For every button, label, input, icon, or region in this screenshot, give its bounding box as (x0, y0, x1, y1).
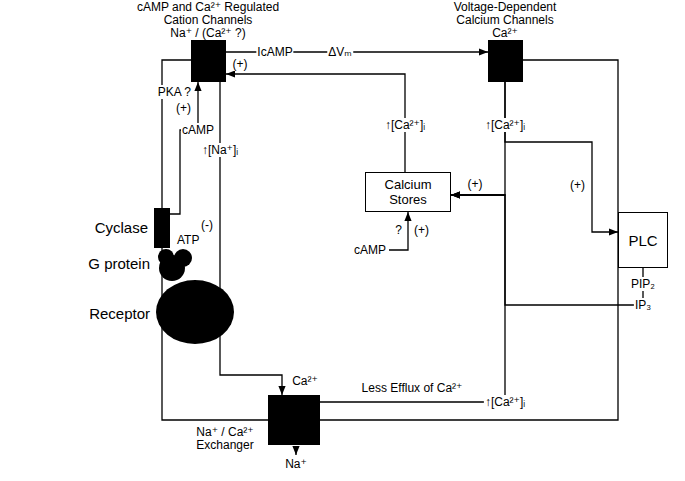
node-label: Calcium Stores (372, 177, 444, 207)
channel-box: Voltage-Dependent Calcium ChannelsCa²⁺ (488, 40, 523, 82)
annotation: ↑[Ca²⁺]ᵢ (484, 395, 526, 409)
node-label: Na⁺ / Ca²⁺ Exchanger (186, 426, 264, 452)
node-label: Voltage-Dependent Calcium Channels (445, 1, 565, 27)
membrane-frame (162, 60, 618, 420)
g-protein-blob: G protein (156, 246, 198, 282)
g-protein-lobe (159, 255, 185, 281)
channel-box: cAMP and Ca²⁺ Regulated Cation ChannelsN… (191, 40, 226, 82)
node-label: Cyclase (95, 219, 148, 237)
connector (451, 82, 505, 195)
annotation: ↑[Na⁺]ᵢ (201, 143, 239, 157)
annotation: ? (394, 223, 403, 237)
annotation: (+) (175, 101, 192, 115)
g-protein-shape (156, 246, 198, 282)
node-label: Ca²⁺ (475, 27, 535, 40)
annotation: (+) (467, 177, 484, 191)
receptor-shape (156, 280, 234, 344)
annotation: (+) (232, 57, 249, 71)
edge-label: cAMP (181, 123, 215, 137)
node-label: G protein (88, 255, 150, 273)
edge-label: Less Efflux of Ca²⁺ (361, 381, 464, 395)
annotation: ΔVₘ (327, 45, 353, 59)
annotation: Ca²⁺ (291, 374, 319, 388)
cyclase-box: Cyclase (154, 208, 170, 248)
annotation: IcAMP (256, 45, 293, 59)
connector (320, 195, 505, 402)
connector (170, 82, 198, 214)
enzyme-box: PLC (618, 212, 668, 268)
node-label: Na⁺ / (Ca²⁺ ?) (148, 27, 268, 40)
receptor-ellipse-shape (156, 280, 234, 344)
annotation: Na⁺ (284, 457, 308, 471)
annotation: cAMP (353, 243, 387, 257)
annotation: PIP₂ (630, 277, 656, 291)
connector (451, 195, 643, 305)
connector (226, 74, 405, 172)
node-label: PLC (628, 232, 657, 249)
annotation: (+) (413, 223, 430, 237)
receptor-ellipse: Receptor (156, 280, 234, 344)
annotation: ↑[Ca²⁺]ᵢ (484, 118, 526, 132)
node-label: Receptor (89, 305, 150, 323)
annotation: ATP (176, 233, 200, 247)
annotation: ↑[Ca²⁺]ᵢ (384, 118, 426, 132)
annotation: (+) (569, 178, 586, 192)
connector (505, 82, 618, 232)
annotation: IP₃ (634, 298, 652, 312)
annotation: PKA ? (157, 85, 192, 99)
flow-arrow (389, 212, 408, 250)
exchanger-box: Na⁺ / Ca²⁺ Exchanger (268, 395, 320, 445)
annotation: (-) (200, 218, 214, 232)
node-label: cAMP and Ca²⁺ Regulated Cation Channels (123, 1, 293, 27)
flow-arrow (295, 446, 296, 455)
store-box: Calcium Stores (365, 172, 451, 212)
connector (220, 82, 282, 395)
